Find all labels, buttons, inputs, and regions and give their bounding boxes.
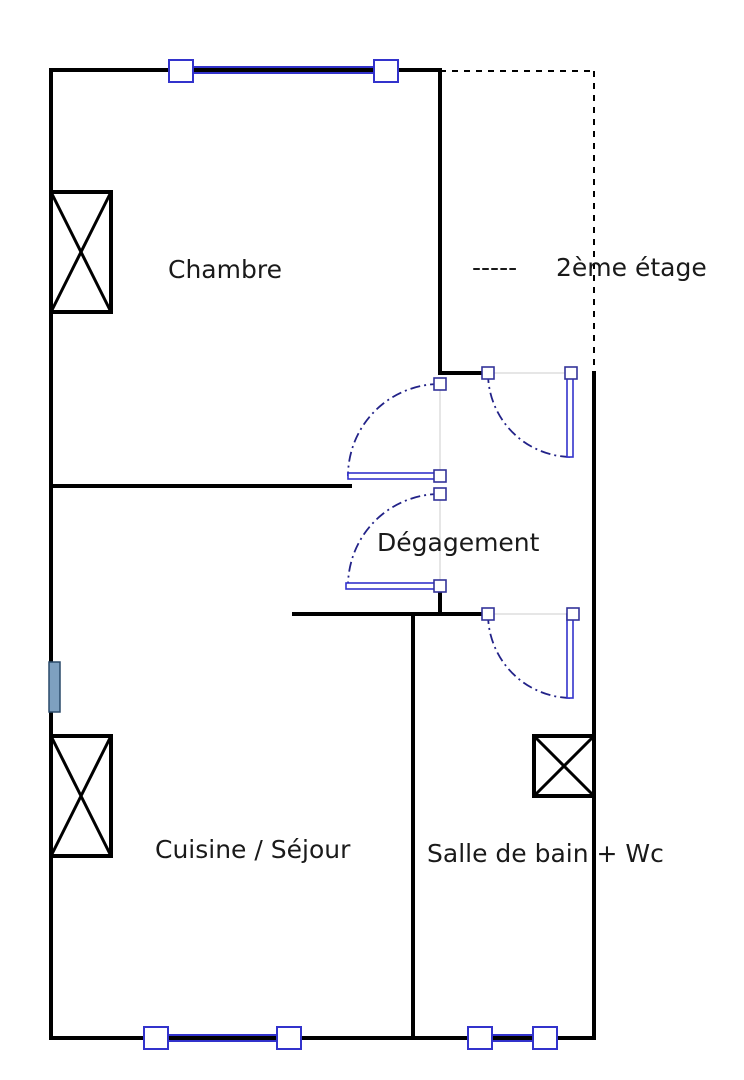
door-salle-de-bain-swing: [487, 613, 573, 699]
window-bottom-left-sash-right: [276, 1026, 302, 1050]
wall-marker: [48, 661, 61, 713]
window-bottom-left-sash-left: [143, 1026, 169, 1050]
room-label-degagement: Dégagement: [377, 528, 540, 557]
window-top: [168, 59, 399, 83]
room-label-chambre: Chambre: [168, 255, 282, 284]
window-bottom-right: [467, 1026, 558, 1050]
room-label-cuisine-sejour: Cuisine / Séjour: [155, 835, 351, 864]
door-chambre-swing: [347, 383, 441, 477]
window-bottom-left: [143, 1026, 302, 1050]
legend-dash-sample: -----: [472, 253, 517, 282]
window-bottom-right-sash-right: [532, 1026, 558, 1050]
walls: [49, 68, 596, 1040]
door-sejour: [345, 487, 447, 593]
door-stairs: [481, 366, 578, 458]
door-guides: [439, 372, 572, 615]
door-salle-de-bain: [481, 607, 580, 699]
door-chambre-leaf: [347, 472, 441, 480]
legend-floor-label: 2ème étage: [556, 253, 707, 282]
door-stairs-swing: [487, 372, 573, 458]
window-top-sash-left: [168, 59, 194, 83]
window-top-sash-right: [373, 59, 399, 83]
door-chambre: [347, 377, 447, 483]
door-salle-de-bain-leaf: [566, 613, 574, 699]
door-sejour-leaf: [345, 582, 441, 590]
room-label-salle-de-bain: Salle de bain + Wc: [427, 839, 664, 868]
door-stairs-leaf: [566, 372, 574, 458]
door-sejour-swing: [347, 493, 441, 587]
equipment-sejour: [49, 734, 113, 858]
equipment-salle-de-bain: [532, 734, 596, 798]
equipment-chambre: [49, 190, 113, 314]
window-bottom-right-sash-left: [467, 1026, 493, 1050]
upper-floor-outline: [440, 70, 595, 372]
